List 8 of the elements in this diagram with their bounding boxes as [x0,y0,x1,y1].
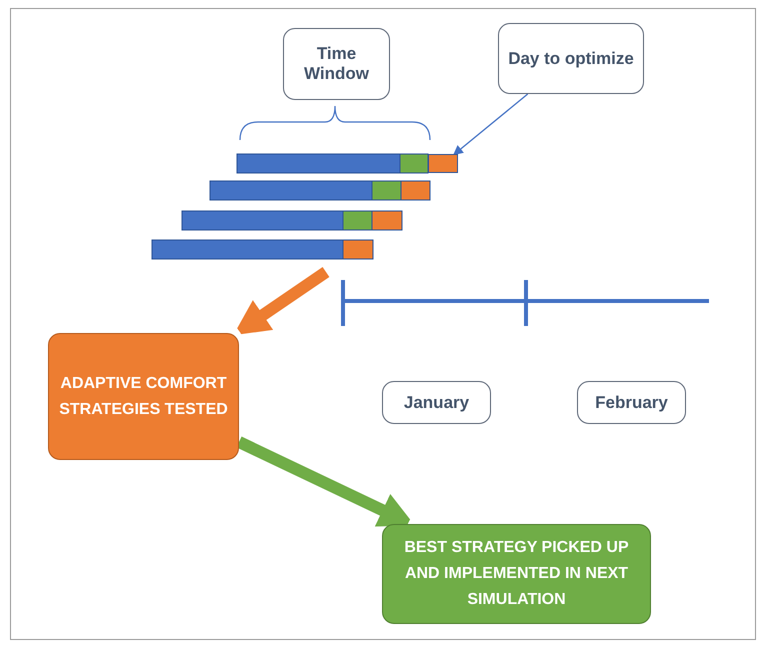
label-box: Day to optimize [498,23,644,94]
month-box: January [382,381,491,424]
month-box: February [577,381,686,424]
result-box: BEST STRATEGY PICKED UP AND IMPLEMENTED IN NEXT SIMULATION [382,524,651,624]
label-box: Time Window [283,28,390,100]
leader-line [453,94,528,156]
process-box: ADAPTIVE COMFORT STRATEGIES TESTED [48,333,239,460]
day-segment-bar [428,154,458,173]
